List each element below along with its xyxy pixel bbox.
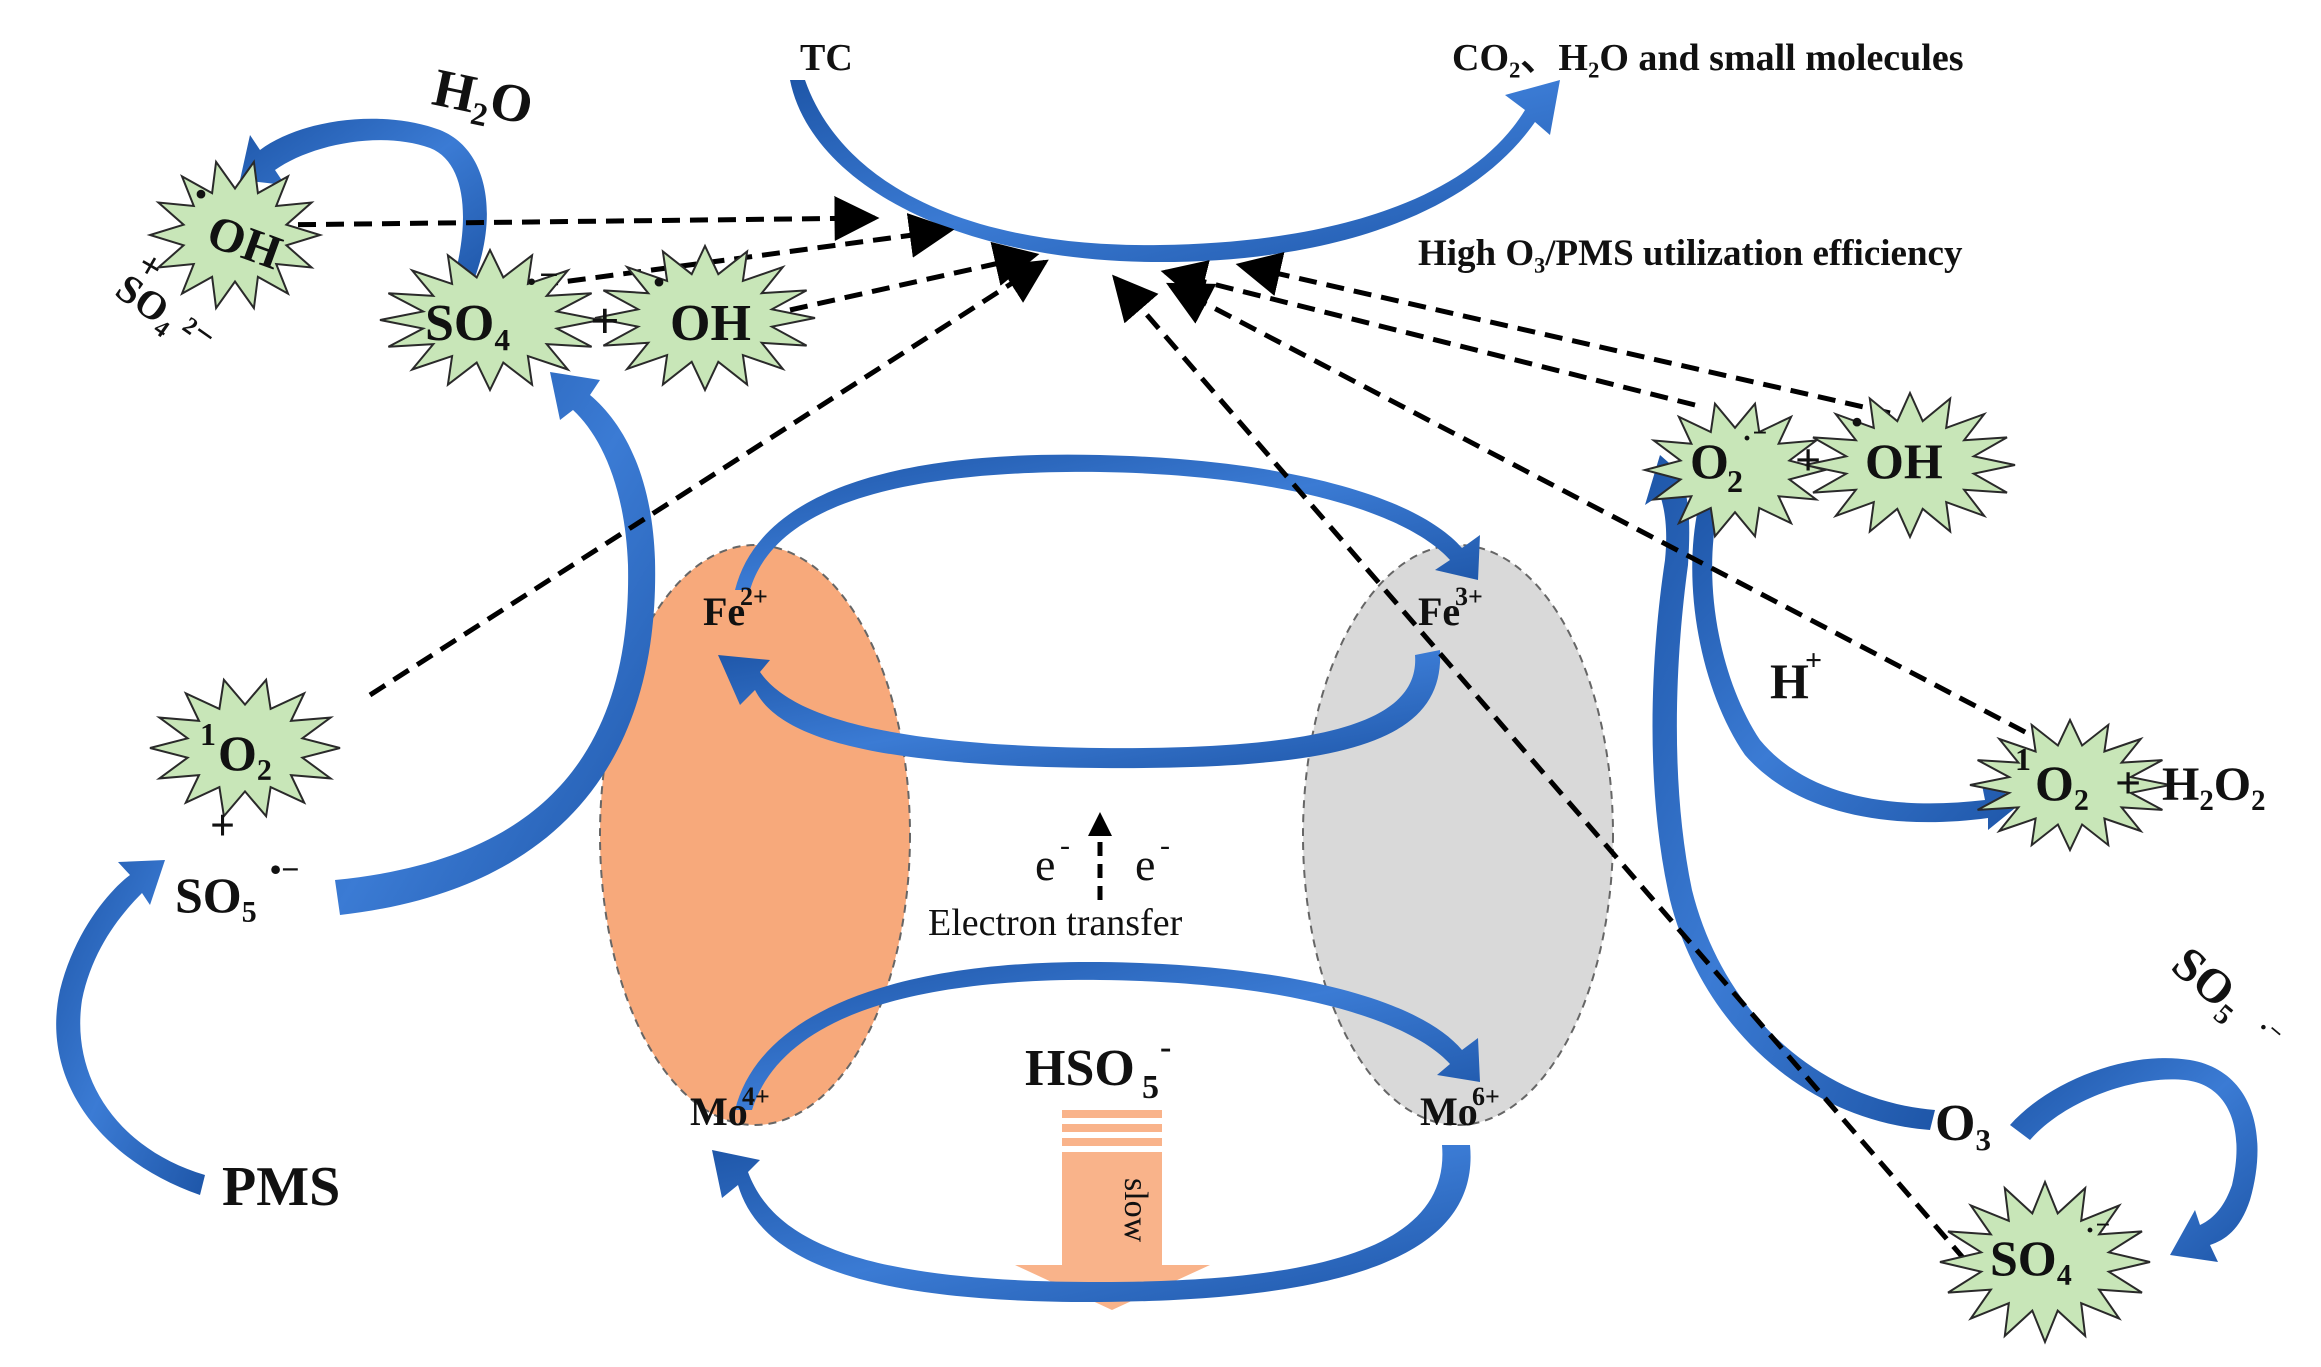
pms-to-so5-arrow (56, 860, 205, 1195)
oh-right-dot: · (1848, 392, 1866, 452)
fe3-sup: 3+ (1455, 582, 1483, 611)
singlet-o2-right-sup: 1 (2015, 741, 2031, 777)
fe2-sup: 2+ (740, 582, 768, 611)
e-left-label: e (1035, 839, 1055, 890)
singlet-o2-right-label: O₂ (2035, 755, 2089, 811)
plus-mid-left-label: + (210, 801, 235, 850)
slow-label: slow (1117, 1178, 1154, 1243)
o2-radical-label: O (1690, 433, 1729, 489)
e-right-label: e (1135, 839, 1155, 890)
mo4-sup: 4+ (742, 1082, 770, 1111)
plus-right-label: + (1795, 434, 1821, 485)
o2-radical-sub: 2 (1727, 463, 1743, 499)
o3-label: O₃ (1935, 1095, 1991, 1152)
singlet-o2-right-burst (1969, 717, 2171, 853)
e-left-sup: - (1060, 829, 1070, 862)
so5-right-label: SO₅ (2162, 937, 2256, 1028)
oh-top-burst (594, 243, 816, 393)
mo4-label: Mo (690, 1089, 748, 1134)
slow-arrow (1015, 1110, 1210, 1310)
h-plus-sup: + (1805, 644, 1822, 677)
so5-left-label: SO₅ (175, 867, 257, 923)
so4-top-dot: ·⁻ (525, 259, 559, 304)
pms-label: PMS (222, 1156, 340, 1218)
hso5-sup: - (1160, 1029, 1171, 1066)
hso5-sub: 5 (1142, 1069, 1159, 1106)
singlet-o2-left-label: O₂ (218, 725, 272, 781)
mo6-label: Mo (1420, 1089, 1478, 1134)
mo6-sup: 6+ (1472, 1082, 1500, 1111)
so4-bottom-burst (1939, 1179, 2151, 1345)
h2o2-label: H₂O₂ (2162, 758, 2265, 811)
fe2-label: Fe (703, 589, 745, 634)
so5-to-so4-arrow (335, 372, 656, 915)
hso5-label: HSO (1025, 1040, 1135, 1097)
electron-transfer-arrow (1088, 812, 1112, 900)
oh-top-dot: · (650, 252, 668, 312)
singlet-o2-left-burst (149, 677, 341, 819)
singlet-o2-left-sup: 1 (200, 716, 216, 752)
fe2-mo4-site-ellipse (599, 544, 911, 1126)
oh-left-dot: · (192, 164, 210, 224)
e-right-sup: - (1160, 829, 1170, 862)
h2o-top-label: H₂O (428, 57, 538, 137)
o2-radical-sup: ·⁻ (1742, 422, 1768, 455)
fe2-to-fe3-arrow (735, 454, 1480, 590)
fe3-mo6-site-ellipse (1302, 544, 1614, 1126)
products-label: CO₂、H₂O and small molecules (1452, 37, 1964, 79)
o2-radical-burst (1641, 401, 1829, 539)
oh-right-label: OH (1865, 433, 1943, 489)
oh-right-burst (1804, 390, 2016, 540)
fe3-to-fe2-arrow (718, 650, 1441, 769)
tc-degradation-arrow (790, 80, 1560, 262)
dashed-arrows (269, 195, 2052, 1262)
so4-top-label: SO₄ (425, 295, 510, 352)
so4-top-burst (379, 247, 601, 393)
tc-label: TC (800, 37, 853, 79)
so4-bottom-label: SO₄ (1990, 1230, 2072, 1286)
o3-to-o2-radical-arrow (1645, 455, 1935, 1130)
radical-bursts (146, 159, 2171, 1345)
oh-left-burst (146, 159, 324, 311)
efficiency-label: High O₃/PMS utilization efficiency (1418, 233, 1963, 274)
fe3-label: Fe (1418, 589, 1460, 634)
so5-right-sup: ·⁻ (2249, 1013, 2287, 1052)
plus-top-label: + (590, 293, 620, 350)
o2-radical-to-singlet-arrow (1692, 500, 2025, 830)
so5-left-sup: •− (270, 851, 299, 887)
plus-h2o2-label: + (2115, 757, 2141, 808)
electron-transfer-label: Electron transfer (928, 902, 1183, 944)
oh-top-label: OH (670, 295, 751, 352)
so4-bottom-dot: ·⁻ (2085, 1214, 2111, 1247)
h-plus-label: H (1770, 653, 1809, 709)
